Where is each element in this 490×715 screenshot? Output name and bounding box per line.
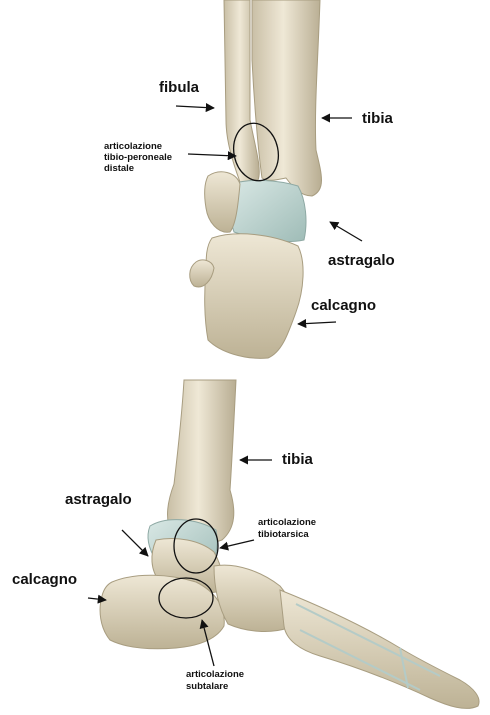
subtalar-label-line2: subtalare: [186, 681, 228, 692]
tibiotarsal-arrow: [220, 540, 254, 548]
astragalo-label-top: astragalo: [328, 252, 395, 269]
distal-tibiofibular-label-line2: tibio-peroneale: [104, 152, 172, 163]
calcaneus-bone: [205, 234, 303, 358]
astragalo-label-lateral: astragalo: [65, 491, 132, 508]
fibula-arrow: [176, 106, 214, 108]
lateral-foot-view: tibia astragalo articolazione tibiotarsi…: [12, 380, 479, 708]
distal-tibiofibular-arrow: [188, 154, 236, 156]
tibiotarsal-label-line1: articolazione: [258, 517, 316, 528]
tibia-bone: [252, 0, 322, 196]
tibiotarsal-label-line2: tibiotarsica: [258, 529, 309, 540]
subtalar-label-line1: articolazione: [186, 669, 244, 680]
distal-tibiofibular-label-line3: distale: [104, 163, 134, 174]
metatarsal-bones: [280, 590, 479, 708]
calcagno-label-top: calcagno: [311, 297, 376, 314]
tibia-label-top: tibia: [362, 110, 393, 127]
fibula-label: fibula: [159, 79, 200, 96]
tibia-label-lateral: tibia: [282, 451, 313, 468]
astragalo-arrow-top: [330, 222, 362, 241]
posterior-ankle-view: fibula tibia articolazione tibio-peronea…: [104, 0, 395, 358]
calcagno-label-lateral: calcagno: [12, 571, 77, 588]
distal-tibiofibular-label-line1: articolazione: [104, 141, 162, 152]
tibia-bone-lateral: [168, 380, 236, 543]
talus-cartilage: [229, 180, 306, 241]
astragalo-arrow-lateral: [122, 530, 148, 556]
calcagno-arrow-top: [298, 322, 336, 324]
